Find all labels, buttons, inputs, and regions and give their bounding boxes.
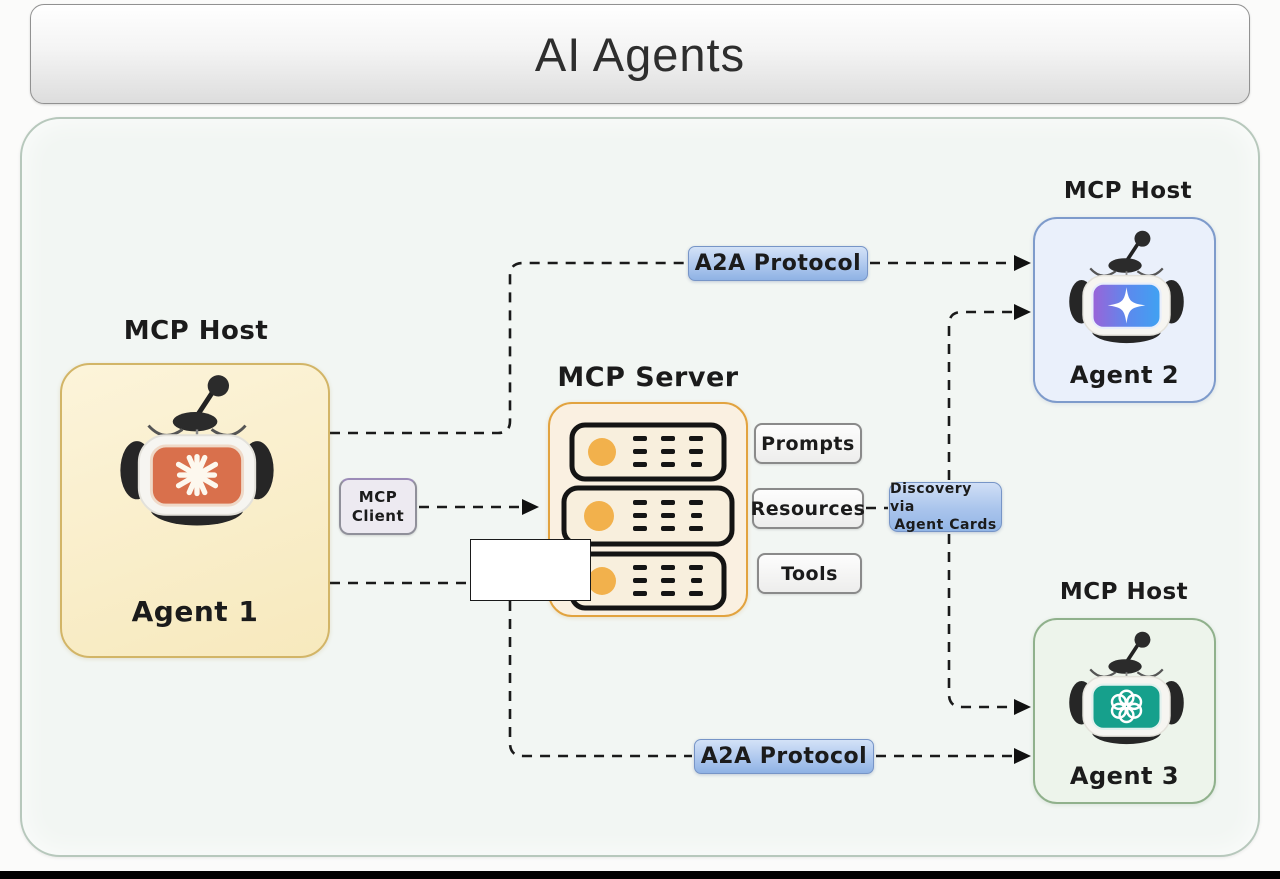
discovery-line2: Agent Cards — [894, 517, 997, 534]
title-bar: AI Agents — [30, 4, 1250, 104]
claude-logo-icon — [175, 453, 219, 497]
a2a-protocol-bottom: A2A Protocol — [694, 739, 874, 774]
server-rack-icon — [561, 485, 735, 547]
arrow-into-agent3-b — [1014, 748, 1031, 764]
arrowheads — [522, 255, 1031, 764]
discovery-agent-cards-box: Discovery via Agent Cards — [889, 480, 1002, 534]
discovery-line1: Discovery via — [890, 480, 972, 515]
agent3-host-box: Agent 3 — [1033, 618, 1216, 804]
edge-agent1-a2a-top — [330, 261, 686, 435]
gemini-star-icon — [1107, 287, 1146, 324]
agent1-name-label: Agent 1 — [131, 595, 259, 628]
arrow-into-agent2-b — [1014, 304, 1031, 320]
mcp-client-box: MCP Client — [339, 478, 417, 535]
a2a-protocol-top: A2A Protocol — [688, 246, 868, 281]
arrow-into-agent3-a — [1014, 699, 1031, 715]
agent2-host-label: MCP Host — [1063, 178, 1193, 204]
capability-tools: Tools — [757, 553, 862, 594]
blank-patch — [470, 539, 591, 601]
capability-prompts: Prompts — [754, 423, 862, 464]
mcp-client-line2: Client — [351, 506, 405, 525]
agent2-name-label: Agent 2 — [1069, 361, 1180, 389]
mcp-client-line1: MCP — [358, 487, 398, 506]
page-title: AI Agents — [534, 27, 746, 81]
agent2-robot-icon — [1069, 230, 1184, 344]
bottom-bar — [0, 871, 1280, 879]
server-label: MCP Server — [557, 362, 739, 393]
server-rack-icon — [569, 422, 727, 482]
mcp-server-box — [548, 402, 748, 617]
agent3-name-label: Agent 3 — [1069, 762, 1180, 790]
edge-agent1-a2a-bottom — [508, 601, 692, 758]
edge-discovery-agent3 — [947, 534, 1016, 709]
agent3-host-label: MCP Host — [1059, 579, 1189, 605]
arrow-into-server — [522, 499, 539, 515]
agent2-host-box: Agent 2 — [1033, 217, 1216, 403]
agent1-host-box: Agent 1 — [60, 363, 330, 658]
arrow-into-agent2-a — [1014, 255, 1031, 271]
server-rack-icon — [569, 551, 727, 611]
openai-logo-icon — [1110, 689, 1143, 724]
agent1-robot-icon — [120, 375, 274, 526]
agent3-robot-icon — [1069, 631, 1184, 745]
edge-discovery-agent2 — [947, 310, 1016, 480]
capability-resources: Resources — [751, 488, 865, 529]
agent1-host-label: MCP Host — [123, 316, 269, 346]
